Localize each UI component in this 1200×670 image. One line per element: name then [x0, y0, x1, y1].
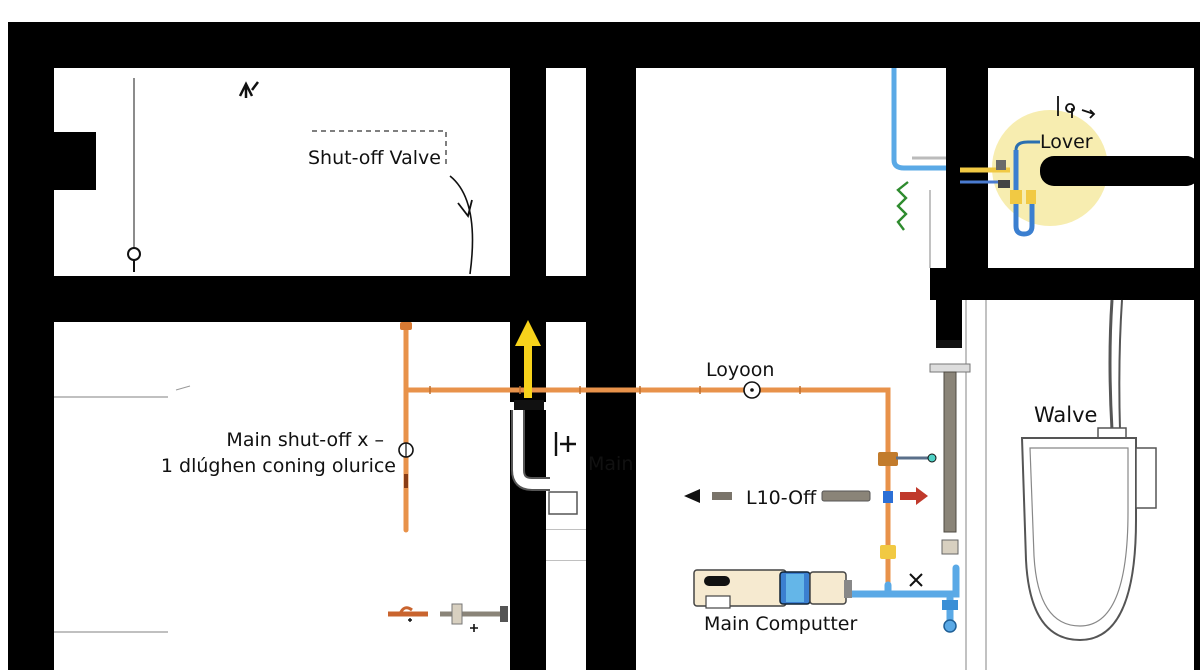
main-computter-unit: [693, 569, 852, 609]
upper-left-fixtures: [127, 78, 474, 275]
main-shutoff-label-line1: Main shut-off x –: [226, 429, 384, 451]
lover-label: Lover: [1040, 131, 1093, 153]
shutoff-valve-label: Shut-off Valve: [308, 147, 441, 169]
green-zigzag-icon: [896, 181, 909, 231]
blue-supply-lower: [844, 581, 892, 598]
pipe-tick-marks: [429, 386, 801, 394]
plus-icon-b: [470, 624, 478, 632]
shutoff-arrow-icon: [457, 199, 473, 219]
flow-up-arrow-icon: [515, 320, 541, 398]
toilet-bowl: [1020, 437, 1137, 642]
wall-right-horizontal: [930, 268, 1200, 300]
main-shutoff-label-line2: 1 dlúghen coning olurice: [161, 455, 396, 477]
walve-fixture: [1020, 299, 1157, 642]
bottom-fittings: [175, 385, 508, 632]
copper-fittings: [400, 322, 898, 559]
lover-area: [960, 96, 1200, 237]
wall-column-b: [586, 22, 636, 670]
l10-off-branch: [684, 487, 928, 505]
main-label: Main: [588, 453, 633, 475]
l10-off-label: L10-Off: [746, 487, 817, 509]
left-arrow-icon: [684, 489, 700, 503]
plus-icon-a: [408, 618, 412, 622]
copper-main-run: [403, 387, 891, 588]
labels: Shut-off Valve Loyoon Main shut-off x – …: [161, 131, 1098, 635]
wall-left-notch: [54, 132, 96, 190]
wall-right-stub: [936, 300, 962, 340]
room-divider-white: [546, 530, 586, 560]
blue-pipes: [844, 564, 960, 624]
walve-label: Walve: [1034, 403, 1097, 427]
copper-pipes: [403, 323, 891, 588]
cross-mark-icon: [909, 573, 923, 587]
blue-pipe-fittings: [909, 573, 958, 633]
room-lines: [54, 190, 987, 670]
pipe-valves: [398, 381, 761, 458]
shutoff-leader-curve: [449, 175, 474, 275]
north-arrow-icon: [238, 81, 259, 98]
right-arrow-icon: [900, 487, 928, 505]
plus-marker-icon: [554, 432, 576, 456]
blue-elbow-right: [884, 564, 960, 598]
hanger-ring-icon: [127, 247, 141, 261]
main-computter-label: Main Computter: [704, 613, 857, 635]
side-branch-valve: [896, 453, 937, 463]
wall-right-column: [946, 22, 988, 294]
wall-right-edge: [1194, 22, 1200, 670]
drain-elbow: [511, 400, 578, 515]
upper-right-supply: [891, 68, 946, 231]
loyoon-label: Loyoon: [706, 359, 774, 381]
wall-left: [8, 22, 54, 670]
lever-symbol-icon: [1057, 96, 1096, 119]
vertical-standpipe: [929, 340, 971, 555]
